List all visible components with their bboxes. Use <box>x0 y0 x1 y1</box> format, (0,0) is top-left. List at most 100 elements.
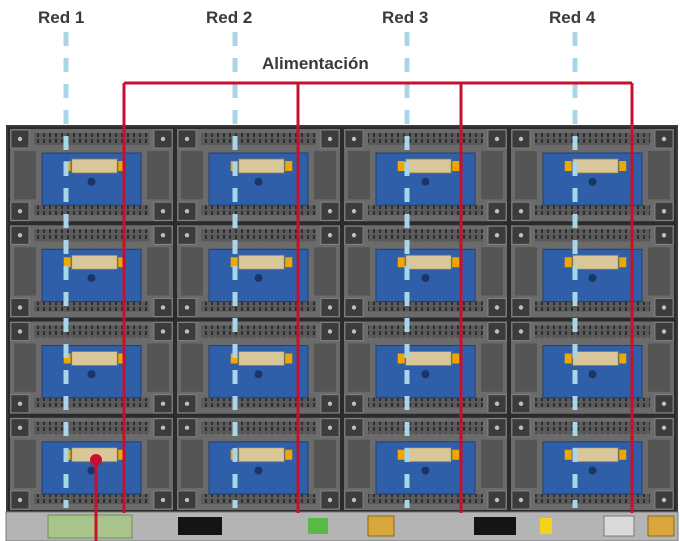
screw <box>185 498 189 502</box>
connector <box>565 257 572 267</box>
receiving-card <box>72 255 118 269</box>
power-inlet-dot <box>90 454 102 466</box>
screw <box>161 329 165 333</box>
side-panel <box>348 440 370 488</box>
screw <box>662 137 666 141</box>
screw <box>519 137 523 141</box>
screw <box>161 305 165 309</box>
connector <box>452 257 459 267</box>
bottom-power-strip <box>6 512 678 541</box>
screw <box>328 137 332 141</box>
connector <box>398 450 405 460</box>
screw <box>352 209 356 213</box>
mount-point <box>88 466 96 474</box>
screw <box>662 402 666 406</box>
screw <box>18 233 22 237</box>
vent-strip <box>34 422 149 434</box>
vent-strip <box>34 229 149 241</box>
switch-panel <box>604 516 634 536</box>
side-panel <box>481 440 503 488</box>
screw <box>161 209 165 213</box>
mount-point <box>589 178 597 186</box>
screw <box>519 329 523 333</box>
screw <box>161 498 165 502</box>
side-panel <box>515 440 537 488</box>
terminal-green <box>308 518 328 534</box>
side-panel <box>481 247 503 295</box>
screw <box>18 426 22 430</box>
side-panel <box>314 440 336 488</box>
screw <box>185 402 189 406</box>
side-panel <box>181 247 203 295</box>
cabinet <box>343 224 508 318</box>
mount-point <box>88 178 96 186</box>
yellow-box <box>648 516 674 536</box>
screw <box>519 402 523 406</box>
mount-point <box>88 274 96 282</box>
vent-strip <box>368 422 483 434</box>
side-panel <box>314 344 336 392</box>
mount-point <box>255 370 263 378</box>
connector <box>285 354 292 364</box>
side-panel <box>147 440 169 488</box>
screw <box>328 498 332 502</box>
vent-strip <box>368 229 483 241</box>
screw <box>495 329 499 333</box>
cabinet <box>343 417 508 511</box>
mount-point <box>422 466 430 474</box>
mount-point <box>589 370 597 378</box>
screw <box>662 329 666 333</box>
black-box <box>474 517 516 535</box>
cabinet <box>9 128 174 222</box>
screw <box>352 305 356 309</box>
side-panel <box>147 344 169 392</box>
screw <box>662 426 666 430</box>
connector <box>619 450 626 460</box>
screw <box>18 305 22 309</box>
yellow-box <box>368 516 394 536</box>
receiving-card <box>239 352 285 366</box>
receiving-card <box>239 448 285 462</box>
screw <box>495 402 499 406</box>
screw <box>352 137 356 141</box>
cabinet <box>176 224 341 318</box>
yellow-label <box>540 518 552 534</box>
connector <box>565 450 572 460</box>
connector <box>398 257 405 267</box>
cabinet <box>510 128 675 222</box>
side-panel <box>481 344 503 392</box>
cabinet <box>510 417 675 511</box>
screw <box>185 233 189 237</box>
vent-strip <box>368 494 483 504</box>
screw <box>328 329 332 333</box>
screw <box>185 426 189 430</box>
mount-point <box>255 178 263 186</box>
connector <box>452 161 459 171</box>
screw <box>161 426 165 430</box>
screw <box>519 233 523 237</box>
connector <box>231 257 238 267</box>
screw <box>662 209 666 213</box>
connector <box>619 257 626 267</box>
screw <box>185 305 189 309</box>
screw <box>495 426 499 430</box>
connector <box>285 257 292 267</box>
vent-strip <box>368 326 483 338</box>
screw <box>352 402 356 406</box>
connector <box>285 161 292 171</box>
cabinet <box>176 417 341 511</box>
cabinet <box>343 321 508 415</box>
connector <box>565 161 572 171</box>
screw <box>495 137 499 141</box>
vent-strip <box>368 398 483 408</box>
cabinet <box>176 321 341 415</box>
screw <box>328 426 332 430</box>
side-panel <box>181 151 203 199</box>
screw <box>161 402 165 406</box>
screw <box>352 329 356 333</box>
receiving-card <box>72 352 118 366</box>
cabinet <box>343 128 508 222</box>
side-panel <box>348 247 370 295</box>
connector <box>619 161 626 171</box>
